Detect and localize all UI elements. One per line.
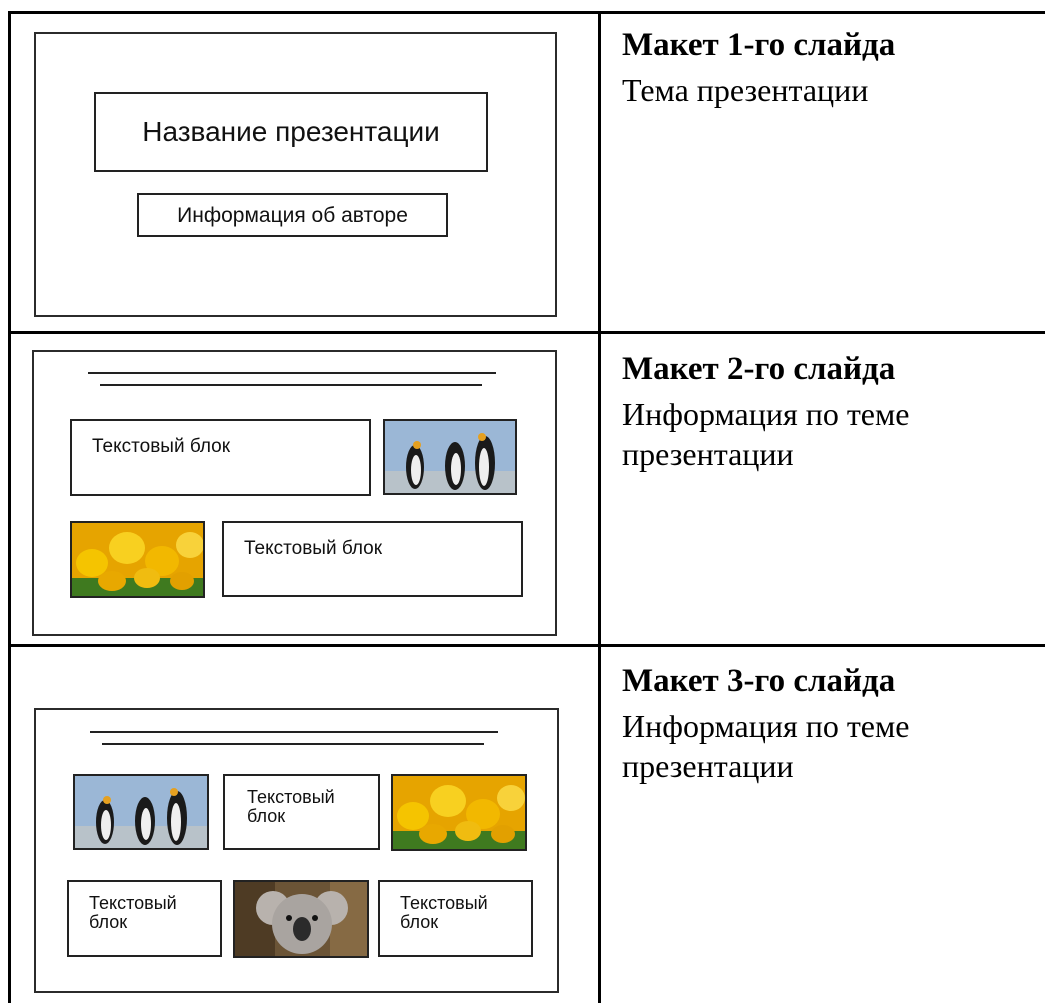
slide-2-layout: Текстовый блок Текстов (32, 350, 557, 636)
table-row-divider-1 (8, 331, 1045, 334)
slide-3-text-block-1-label: Текстовый блок (247, 787, 335, 826)
slide-3-title-line-2 (102, 743, 484, 745)
slide-2-caption-body: Информация по теме презентации (622, 396, 910, 472)
slide-3-title-line-1 (90, 731, 498, 733)
tulips-icon (72, 523, 203, 596)
slide-3-text-block-2-label: Текстовый блок (89, 893, 177, 932)
slide-1-title-text: Название презентации (142, 116, 440, 147)
table-border-top (8, 11, 1045, 14)
slide-2-title-line-1 (88, 372, 496, 374)
slide-1-caption-title: Макет 1-го слайда (622, 27, 896, 63)
slide-1-author-box: Информация об авторе (137, 193, 448, 237)
slide-2-text-block-2: Текстовый блок (222, 521, 523, 597)
slide-1-author-text: Информация об авторе (177, 204, 408, 227)
penguins-photo (73, 774, 209, 850)
slide-3-text-block-2: Текстовый блок (67, 880, 222, 957)
slide-3-caption-body: Информация по теме презентации (622, 708, 910, 784)
slide-2-title-line-2 (100, 384, 482, 386)
slide-1-layout: Название презентации Информация об автор… (34, 32, 557, 317)
penguins-photo (383, 419, 517, 495)
slide-3-text-block-1: Текстовый блок (223, 774, 380, 850)
slide-1-title-box: Название презентации (94, 92, 488, 172)
tulips-photo (70, 521, 205, 598)
slide-2-text-block-2-label: Текстовый блок (244, 538, 383, 559)
penguins-icon (75, 776, 207, 848)
slide-1-caption-body: Тема презентации (622, 72, 869, 108)
slide-2-text-block-1-label: Текстовый блок (92, 436, 231, 457)
slide-3-caption-title: Макет 3-го слайда (622, 663, 896, 699)
koala-icon (235, 882, 367, 956)
slide-3-layout: Текстовый блок Текстовый блок (34, 708, 559, 993)
slide-2-text-block-1: Текстовый блок (70, 419, 371, 496)
koala-photo (233, 880, 369, 958)
table-column-divider (598, 11, 601, 1003)
tulips-photo (391, 774, 527, 851)
slide-3-text-block-3: Текстовый блок (378, 880, 533, 957)
table-row-divider-2 (8, 644, 1045, 647)
slide-2-caption-title: Макет 2-го слайда (622, 351, 896, 387)
slide-3-text-block-3-label: Текстовый блок (400, 893, 488, 932)
tulips-icon (393, 776, 525, 849)
penguins-icon (385, 421, 515, 493)
table-border-left (8, 11, 11, 1003)
